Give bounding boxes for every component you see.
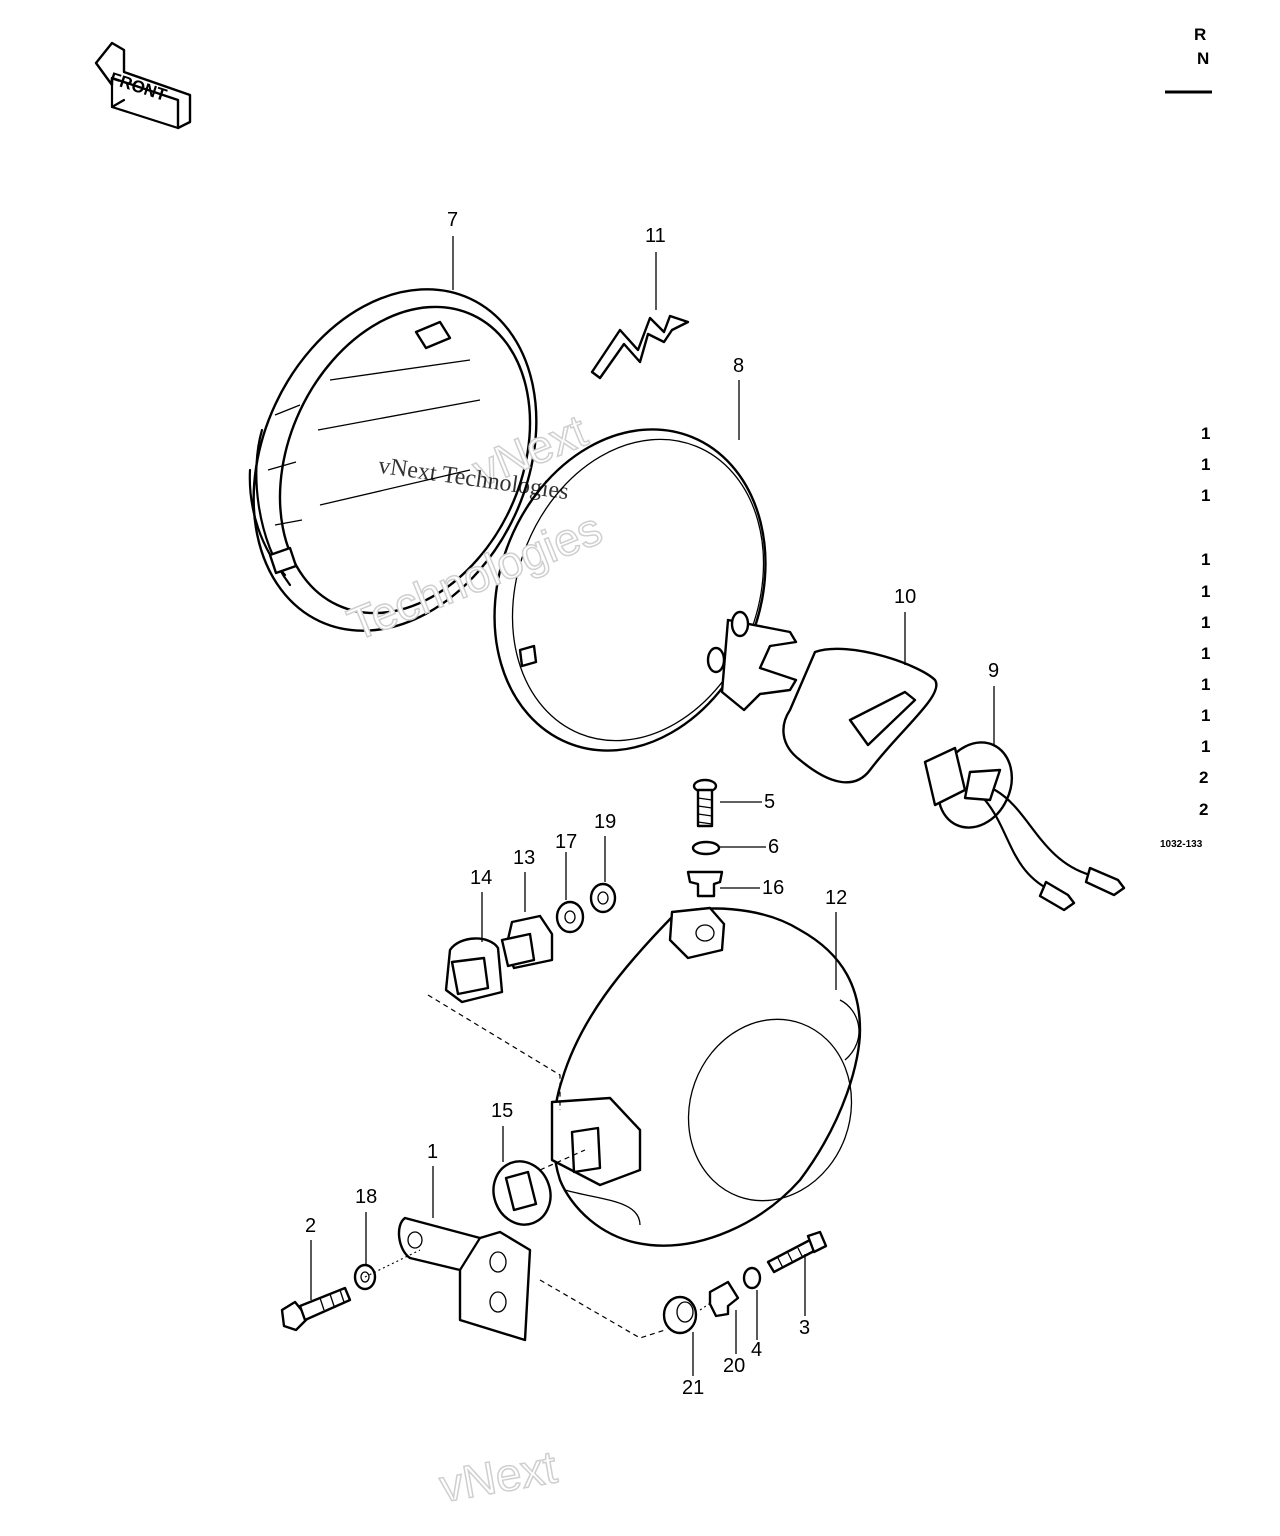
headlight-housing-part (550, 906, 862, 1247)
callout-18: 18 (355, 1186, 377, 1208)
bulb-socket-part (923, 741, 1126, 912)
nut-19-part (589, 882, 617, 914)
bushing-13-part (500, 914, 554, 970)
callout-10: 10 (894, 586, 916, 608)
edge-list-item: 1 (1201, 644, 1210, 663)
callout-9: 9 (988, 660, 999, 682)
front-arrow-icon: FRONT (94, 41, 192, 130)
callout-16: 16 (762, 877, 784, 899)
collar-20-part (708, 1280, 740, 1318)
callout-6: 6 (768, 836, 779, 858)
assembly-line (364, 1249, 421, 1278)
edge-header-2: N (1197, 49, 1209, 68)
assembly-line (539, 1279, 666, 1339)
edge-list-item: 1 (1201, 737, 1210, 756)
grommet-14-part (444, 937, 504, 1004)
edge-list-item: 1 (1201, 706, 1210, 725)
callout-21: 21 (682, 1377, 704, 1399)
dust-cover-part (782, 647, 938, 784)
mounting-bracket-part (397, 1216, 532, 1342)
callout-7: 7 (447, 209, 458, 231)
edge-list-item: 1 (1201, 675, 1210, 694)
callout-2: 2 (305, 1215, 316, 1237)
bolt-2-part (280, 1286, 352, 1332)
edge-list-item: 1 (1201, 424, 1210, 443)
leader-lines (310, 236, 995, 1376)
front-label: FRONT (107, 69, 169, 105)
callout-8: 8 (733, 355, 744, 377)
callout-14: 14 (470, 867, 492, 889)
right-edge-list: 1 1 1 1 1 1 1 1 1 1 2 2 (1199, 424, 1210, 819)
edge-list-item: 1 (1201, 582, 1210, 601)
edge-list-item: 1 (1201, 455, 1210, 474)
bolt-3-part (766, 1230, 828, 1274)
edge-header-1: R (1194, 25, 1206, 44)
callout-3: 3 (799, 1317, 810, 1339)
callout-15: 15 (491, 1100, 513, 1122)
assembly-line (427, 994, 561, 1110)
edge-list-item: 2 (1199, 768, 1208, 787)
headlight-rim-part (248, 288, 538, 632)
callout-17: 17 (555, 831, 577, 853)
callout-12: 12 (825, 887, 847, 909)
edge-list-item: 1 (1201, 486, 1210, 505)
callout-19: 19 (594, 811, 616, 833)
lock-washer-4-part (742, 1266, 762, 1290)
grommet-15-part (492, 1160, 552, 1226)
adjusting-screw-part (692, 778, 718, 828)
washer-17-part (555, 900, 585, 934)
callouts: 7 11 8 10 9 5 6 16 12 14 13 17 19 15 1 1… (305, 209, 999, 1399)
edge-list-item: 1 (1201, 550, 1210, 569)
watermark-bottom: vNext (436, 1440, 561, 1512)
callout-5: 5 (764, 791, 775, 813)
washer-6-part (691, 840, 721, 856)
callout-13: 13 (513, 847, 535, 869)
edge-list-item: 1 (1201, 613, 1210, 632)
spring-clip-part (590, 314, 690, 380)
grommet-21-part (662, 1295, 698, 1335)
callout-1: 1 (427, 1141, 438, 1163)
collar-16-part (686, 870, 724, 898)
diagram-code: 1032-133 (1160, 839, 1203, 850)
edge-list-item: 2 (1199, 800, 1208, 819)
callout-11: 11 (645, 225, 666, 247)
sealed-beam-part (493, 428, 798, 752)
callout-20: 20 (723, 1355, 745, 1377)
callout-4: 4 (751, 1339, 762, 1361)
